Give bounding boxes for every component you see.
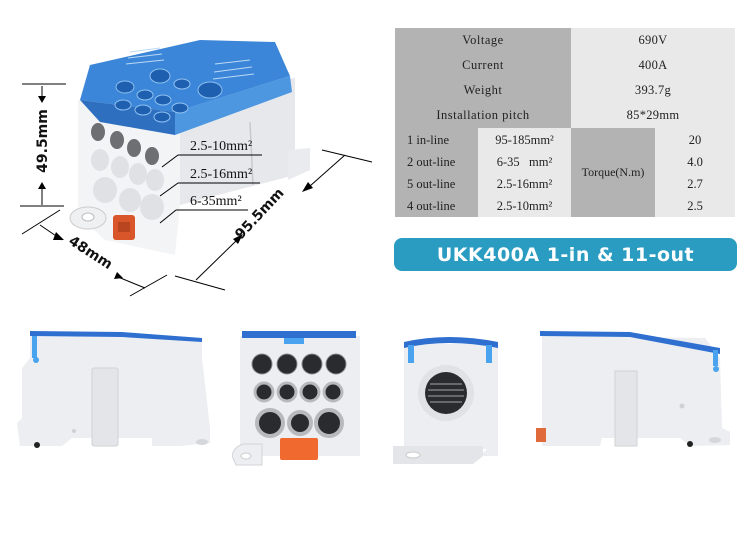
isometric-diagram: 49.5mm 48mm 95.5mm 2.5-10mm² 2.5-16mm² 6… (0, 0, 380, 300)
line-count: 4 out-line (407, 199, 456, 213)
line-count: 2 out-line (407, 155, 456, 169)
spec-value: 400A (638, 58, 668, 72)
torque-value: 4.0 (687, 155, 703, 169)
line-row: 5 out-line 2.5-16mm² 2.7 (395, 173, 735, 195)
left-side-view-drawing (17, 331, 210, 448)
torque-value: 2.7 (687, 177, 703, 191)
right-side-view-drawing (536, 331, 730, 447)
spec-label: Installation pitch (436, 108, 530, 122)
torque-label: Torque(N.m) (581, 165, 645, 179)
wire-range: 2.5-10mm² (496, 199, 553, 213)
spec-value: 690V (638, 33, 668, 47)
wire-range: 2.5-16mm² (496, 177, 553, 191)
spec-row-installation-pitch: Installation pitch 85*29mm (395, 103, 735, 128)
callout-6-35: 6-35mm² (190, 194, 242, 209)
wire-range: 95-185mm² (495, 133, 554, 147)
spec-row-voltage: Voltage 690V (395, 28, 735, 53)
spec-row-weight: Weight 393.7g (395, 78, 735, 103)
spec-label: Voltage (462, 33, 504, 47)
line-row: 1 in-line 95-185mm² 20 (395, 129, 735, 151)
right-side-view (530, 328, 740, 458)
torque-value: 20 (688, 133, 702, 147)
general-specs: Voltage 690V Current 400A Weight 393.7g … (395, 28, 735, 128)
height-dimension-label: 49.5mm (35, 109, 51, 173)
line-count: 1 in-line (407, 133, 450, 147)
line-specs: Torque(N.m) 1 in-line 95-185mm² 20 2 out… (395, 128, 735, 217)
line-row: 2 out-line 6-35 mm² 4.0 (395, 151, 735, 173)
torque-value: 2.5 (687, 199, 703, 213)
front-view (232, 328, 367, 468)
spec-label: Current (462, 58, 504, 72)
spec-row-current: Current 400A (395, 53, 735, 78)
back-view (388, 328, 513, 468)
terminal-block-isometric-drawing (20, 40, 373, 297)
line-row: 4 out-line 2.5-10mm² 2.5 (395, 195, 735, 217)
left-side-view (12, 328, 227, 458)
wire-range: 6-35 mm² (496, 155, 553, 169)
spec-label: Weight (463, 83, 503, 97)
spec-value: 393.7g (634, 83, 672, 97)
model-banner: UKK400A 1-in & 11-out (394, 238, 737, 271)
spec-table: Voltage 690V Current 400A Weight 393.7g … (395, 28, 735, 217)
callout-2-5-10: 2.5-10mm² (190, 139, 253, 154)
spec-value: 85*29mm (626, 108, 680, 122)
back-view-drawing (393, 337, 498, 464)
line-count: 5 out-line (407, 177, 456, 191)
callout-2-5-16: 2.5-16mm² (190, 167, 253, 182)
front-view-drawing (232, 331, 360, 466)
